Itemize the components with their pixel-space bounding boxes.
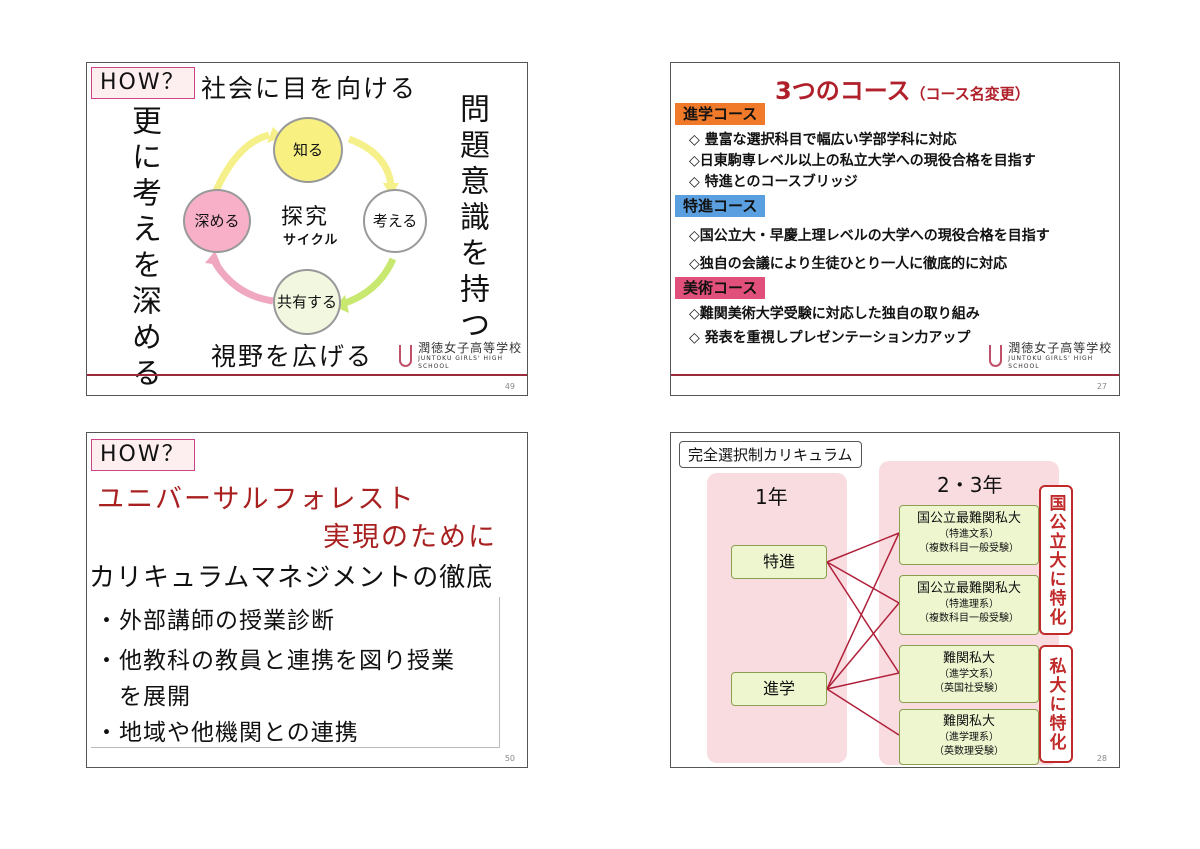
- target-title: 国公立最難関私大: [916, 511, 1021, 526]
- slide-elective-curriculum: 完全選択制カリキュラム 1年 2・3年 特進 進学 国公立最難関私大 （特進文系…: [670, 432, 1120, 768]
- bullet-item: ・他教科の教員と連携を図り授業: [95, 648, 455, 674]
- slide-title: 3つのコース（コース名変更）: [775, 71, 1030, 106]
- focus-national-label: 国公立大に特化: [1039, 485, 1073, 635]
- target-title: 難関私大: [942, 651, 995, 666]
- target-node: 難関私大 （進学理系） （英数理受験）: [899, 709, 1039, 765]
- column-bg-1: [707, 473, 847, 763]
- course-item: ◇難関美術大学受験に対応した独自の取り組み: [689, 306, 980, 322]
- page-number: 50: [504, 754, 515, 763]
- course-item: ◇ 発表を重視しプレゼンテーション力アップ: [689, 330, 971, 346]
- page-number: 28: [1096, 754, 1107, 763]
- cycle-center-title: 探究: [281, 205, 330, 230]
- course-item: ◇国公立大・早慶上理レベルの大学への現役合格を目指す: [689, 228, 1050, 244]
- connector-lines: [826, 532, 900, 736]
- course-tag-bijutsu: 美術コース: [675, 277, 766, 299]
- course-tag-shingaku: 進学コース: [675, 103, 766, 125]
- how-label: HOW？: [91, 67, 195, 99]
- target-title: 国公立最難関私大: [916, 581, 1021, 596]
- course-item: ◇ 豊富な選択科目で幅広い学部学科に対応: [689, 132, 957, 148]
- target-sub: （進学理系）: [939, 732, 999, 743]
- bullet-item: を展開: [119, 684, 191, 710]
- top-caption: 社会に目を向ける: [201, 74, 418, 103]
- school-name-en: JUNTOKU GIRLS' HIGH SCHOOL: [418, 355, 503, 370]
- school-logo: 潤徳女子高等学校 JUNTOKU GIRLS' HIGH SCHOOL: [399, 341, 527, 371]
- bullet-item: ・地域や他機関との連携: [95, 720, 359, 746]
- target-node: 難関私大 （進学文系） （英国社受験）: [899, 645, 1039, 703]
- focus-private-label: 私大に特化: [1039, 645, 1073, 763]
- left-vertical-caption: 更に考えを深める: [126, 105, 161, 393]
- slide-inquiry-cycle: HOW？ 社会に目を向ける 更に考えを深める 問題意識を持つ 視野を広げる 知る…: [86, 62, 528, 396]
- bullet-item: ・外部講師の授業診断: [95, 608, 335, 634]
- target-sub: （英数理受験）: [934, 746, 1004, 757]
- target-sub: （英国社受験）: [934, 683, 1004, 694]
- target-node: 国公立最難関私大 （特進理系） （複数科目一般受験）: [899, 575, 1039, 635]
- school-logo-icon: [399, 345, 413, 367]
- school-logo-icon: [989, 345, 1003, 367]
- school-logo: 潤徳女子高等学校 JUNTOKU GIRLS' HIGH SCHOOL: [989, 341, 1119, 371]
- school-name-jp: 潤徳女子高等学校: [418, 341, 523, 355]
- node-shingaku: 進学: [731, 672, 827, 706]
- slide-curriculum-management: HOW？ ユニバーサルフォレスト 実現のために カリキュラムマネジメントの徹底 …: [86, 432, 528, 768]
- page-number: 27: [1096, 382, 1107, 391]
- target-sub: （複数科目一般受験）: [919, 543, 1019, 554]
- heading-line1: ユニバーサルフォレスト: [97, 484, 416, 515]
- course-item: ◇ 特進とのコースブリッジ: [689, 174, 858, 190]
- course-tag-tokushin: 特進コース: [675, 195, 766, 217]
- heading-line3: カリキュラムマネジメントの徹底: [89, 563, 494, 593]
- title-main: 3つのコース: [775, 77, 911, 105]
- right-vertical-caption: 問題意識を持つ: [454, 93, 489, 345]
- target-title: 難関私大: [942, 714, 995, 729]
- footer-rule: [671, 374, 1119, 376]
- bottom-caption: 視野を広げる: [211, 342, 374, 371]
- heading-line2: 実現のために: [323, 522, 497, 553]
- node-label: 進学: [762, 679, 795, 698]
- course-item: ◇独自の会議により生徒ひとり一人に徹底的に対応: [689, 256, 1008, 272]
- slide-three-courses: 3つのコース（コース名変更） 進学コース ◇ 豊富な選択科目で幅広い学部学科に対…: [670, 62, 1120, 396]
- bullet-box: ・外部講師の授業診断 ・他教科の教員と連携を図り授業 を展開 ・地域や他機関との…: [91, 597, 500, 748]
- column-header-2: 2・3年: [937, 473, 1003, 497]
- cycle-center-sub: サイクル: [283, 233, 339, 248]
- target-node: 国公立最難関私大 （特進文系） （複数科目一般受験）: [899, 505, 1039, 565]
- target-sub: （特進理系）: [939, 599, 999, 610]
- page-number: 49: [504, 382, 515, 391]
- slide-title: 完全選択制カリキュラム: [679, 441, 862, 468]
- node-label: 特進: [762, 552, 795, 571]
- footer-rule: [87, 374, 527, 376]
- target-sub: （特進文系）: [939, 529, 999, 540]
- course-item: ◇日東駒専レベル以上の私立大学への現役合格を目指す: [689, 153, 1036, 169]
- school-name-en: JUNTOKU GIRLS' HIGH SCHOOL: [1008, 355, 1094, 370]
- title-note: （コース名変更）: [910, 85, 1030, 103]
- how-label: HOW？: [91, 439, 195, 471]
- column-header-1: 1年: [755, 485, 788, 509]
- node-tokushin: 特進: [731, 545, 827, 579]
- node-share: 共有する: [273, 269, 341, 335]
- node-think: 考える: [363, 189, 427, 253]
- target-sub: （進学文系）: [939, 669, 999, 680]
- school-name-jp: 潤徳女子高等学校: [1008, 341, 1113, 355]
- target-sub: （複数科目一般受験）: [919, 613, 1019, 624]
- node-know: 知る: [273, 117, 343, 183]
- cycle-arrows: [205, 127, 399, 313]
- node-deepen: 深める: [183, 189, 251, 253]
